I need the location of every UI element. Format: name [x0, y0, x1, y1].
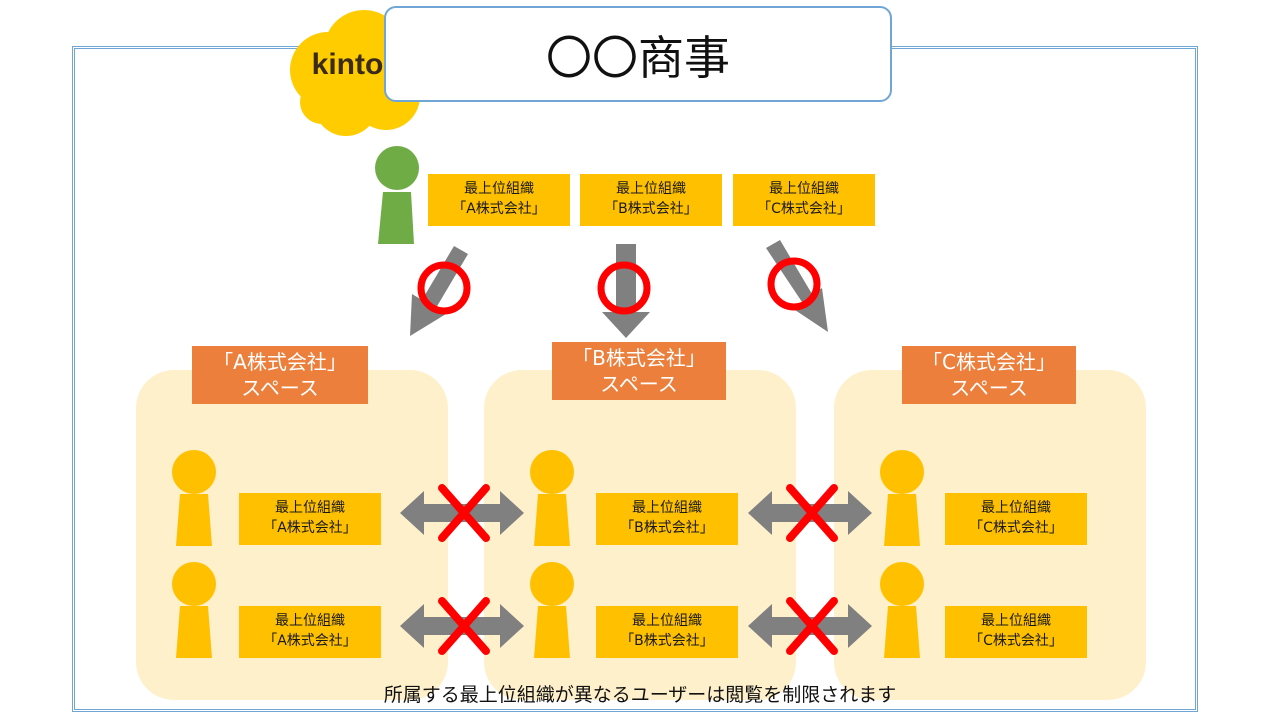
- org-line2: 「B株式会社」: [604, 201, 698, 217]
- member-person-icon: [880, 562, 924, 658]
- org-line1: 最上位組織: [981, 613, 1051, 629]
- access-arrow-b: [597, 244, 651, 338]
- allowed-circle-icon: [417, 261, 471, 315]
- title-box: 〇〇商事: [384, 6, 892, 102]
- member-person-icon: [172, 450, 216, 546]
- org-line1: 最上位組織: [981, 500, 1051, 516]
- org-line2: 「A株式会社」: [263, 633, 357, 649]
- allowed-circle-icon: [767, 257, 821, 311]
- space-label-line1: 「A株式会社」: [213, 350, 347, 374]
- org-line1: 最上位組織: [464, 181, 534, 197]
- restricted-x-icon: [786, 484, 838, 542]
- space-c-label: 「C株式会社」 スペース: [902, 346, 1076, 404]
- restricted-arrow-ab-1: [400, 484, 524, 542]
- restricted-x-icon: [438, 484, 490, 542]
- space-b-label: 「B株式会社」 スペース: [552, 342, 726, 400]
- member-person-icon: [530, 450, 574, 546]
- member-org-a-1: 最上位組織 「A株式会社」: [239, 493, 381, 545]
- member-person-icon: [880, 450, 924, 546]
- space-label-line1: 「C株式会社」: [922, 350, 1056, 374]
- org-line2: 「C株式会社」: [757, 201, 851, 217]
- org-line1: 最上位組織: [769, 181, 839, 197]
- org-line1: 最上位組織: [275, 613, 345, 629]
- member-org-a-2: 最上位組織 「A株式会社」: [239, 606, 381, 658]
- page-title: 〇〇商事: [546, 31, 730, 85]
- restricted-arrow-bc-2: [748, 597, 872, 655]
- org-line2: 「B株式会社」: [620, 633, 714, 649]
- access-arrow-c: [766, 240, 828, 332]
- space-a-label: 「A株式会社」 スペース: [192, 346, 368, 404]
- org-line1: 最上位組織: [632, 613, 702, 629]
- space-label-line2: スペース: [241, 376, 319, 400]
- footer-caption: 所属する最上位組織が異なるユーザーは閲覧を制限されます: [383, 684, 897, 706]
- member-person-icon: [530, 562, 574, 658]
- org-line1: 最上位組織: [632, 500, 702, 516]
- restricted-arrow-ab-2: [400, 597, 524, 655]
- org-line2: 「A株式会社」: [452, 201, 546, 217]
- top-org-b: 最上位組織 「B株式会社」: [580, 174, 722, 226]
- restricted-x-icon: [438, 597, 490, 655]
- access-arrow-a: [410, 246, 471, 336]
- org-line2: 「A株式会社」: [263, 520, 357, 536]
- org-line2: 「B株式会社」: [620, 520, 714, 536]
- org-line1: 最上位組織: [275, 500, 345, 516]
- top-org-c: 最上位組織 「C株式会社」: [733, 174, 875, 226]
- org-line1: 最上位組織: [616, 181, 686, 197]
- space-label-line2: スペース: [600, 372, 678, 396]
- top-org-a: 最上位組織 「A株式会社」: [428, 174, 570, 226]
- restricted-x-icon: [786, 597, 838, 655]
- member-org-c-2: 最上位組織 「C株式会社」: [945, 606, 1087, 658]
- org-line2: 「C株式会社」: [969, 520, 1063, 536]
- member-org-b-1: 最上位組織 「B株式会社」: [596, 493, 738, 545]
- member-person-icon: [172, 562, 216, 658]
- admin-person-icon: [375, 146, 419, 244]
- member-org-b-2: 最上位組織 「B株式会社」: [596, 606, 738, 658]
- member-org-c-1: 最上位組織 「C株式会社」: [945, 493, 1087, 545]
- space-label-line2: スペース: [950, 376, 1028, 400]
- restricted-arrow-bc-1: [748, 484, 872, 542]
- allowed-circle-icon: [597, 261, 651, 315]
- org-line2: 「C株式会社」: [969, 633, 1063, 649]
- space-label-line1: 「B株式会社」: [572, 346, 706, 370]
